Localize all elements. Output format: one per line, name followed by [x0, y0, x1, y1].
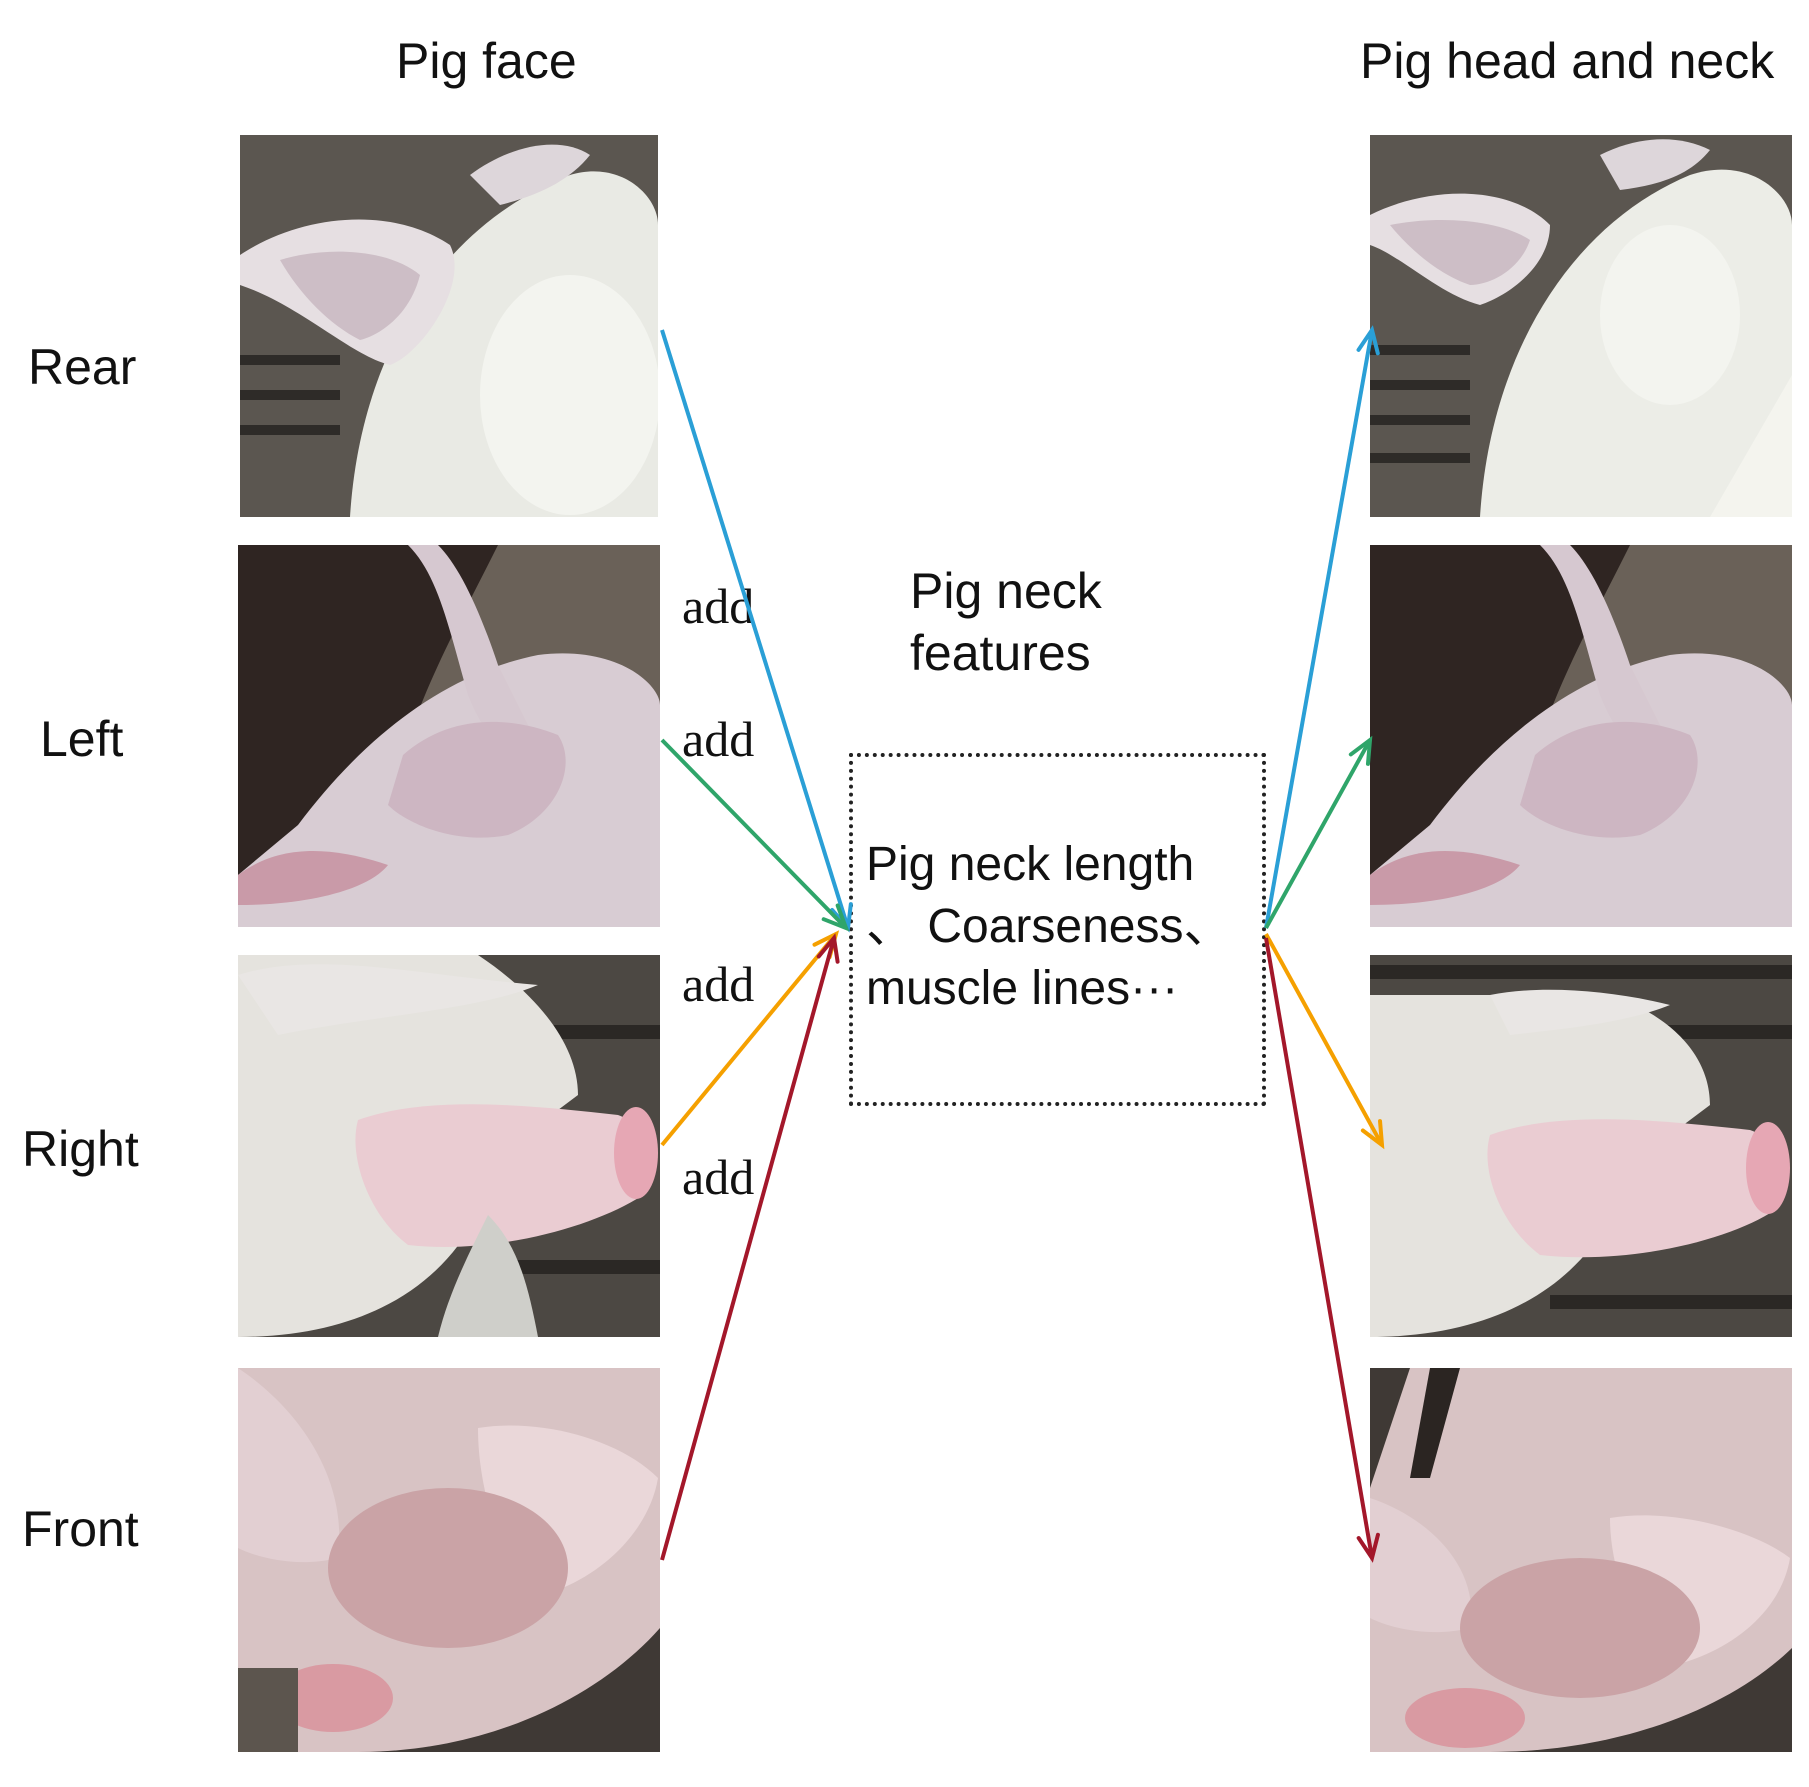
- row-label-rear: Rear: [28, 339, 137, 395]
- arrow-left-out-head: [1348, 735, 1373, 766]
- arrow-front-out: [1264, 937, 1374, 1559]
- add-label-left: add: [682, 711, 755, 767]
- pig-face-right-image: [238, 955, 660, 1337]
- arrow-front-out-head: [1356, 1532, 1380, 1563]
- neck-features-box: [849, 753, 1266, 1106]
- feature-coarseness: 、 Coarseness、: [866, 900, 1232, 953]
- pig-head-neck-rear-image: [1370, 135, 1792, 517]
- neck-features-title: Pig neck features: [910, 560, 1102, 684]
- arrow-rear-out-head: [1356, 325, 1380, 356]
- add-label-right: add: [682, 956, 755, 1012]
- arrow-right-out: [1264, 933, 1384, 1146]
- pig-face-rear-image: [240, 135, 658, 517]
- arrow-left-in-head: [821, 903, 850, 932]
- pig-face-front-image: [238, 1368, 660, 1752]
- pig-head-neck-header: Pig head and neck: [1360, 33, 1775, 89]
- arrow-rear-out: [1264, 329, 1374, 929]
- neck-features-title-line2: features: [910, 625, 1091, 681]
- neck-features-title-line1: Pig neck: [910, 563, 1102, 619]
- add-label-front: add: [682, 1149, 755, 1205]
- feature-muscle-lines: muscle lines···: [866, 962, 1179, 1015]
- row-label-right: Right: [22, 1121, 139, 1177]
- arrow-front-in: [660, 937, 836, 1561]
- pig-face-header: Pig face: [396, 33, 577, 89]
- arrow-right-in: [660, 932, 838, 1147]
- feature-neck-length: Pig neck length: [866, 838, 1195, 891]
- arrow-left-out: [1264, 739, 1372, 929]
- pig-head-neck-front-image: [1370, 1368, 1792, 1752]
- pig-face-left-image: [238, 545, 660, 927]
- row-label-front: Front: [22, 1501, 139, 1557]
- arrow-rear-in: [660, 329, 850, 929]
- neck-features-list: Pig neck length 、 Coarseness、 muscle lin…: [866, 834, 1231, 1020]
- row-label-left: Left: [40, 711, 124, 767]
- pig-head-neck-right-image: [1370, 955, 1792, 1337]
- pig-head-neck-left-image: [1370, 545, 1792, 927]
- arrow-right-out-head: [1360, 1119, 1385, 1150]
- arrow-left-in: [660, 738, 848, 930]
- arrow-front-in-head: [816, 933, 840, 964]
